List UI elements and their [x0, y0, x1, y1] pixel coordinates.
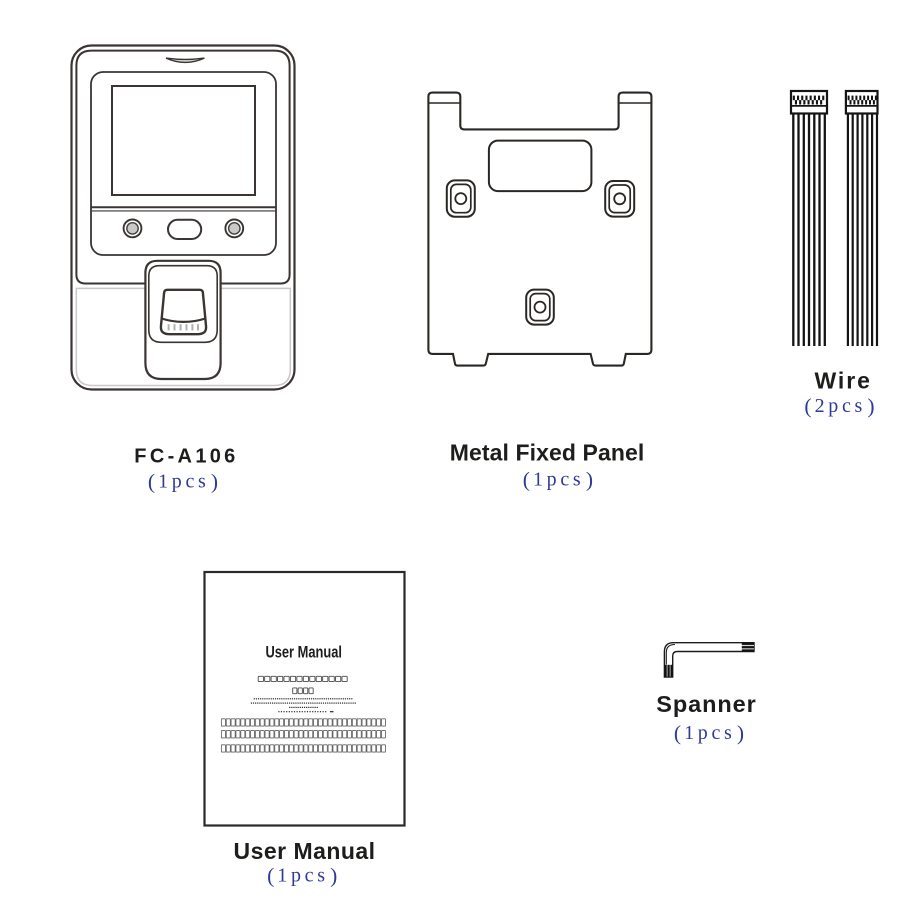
- svg-text:(1pcs): (1pcs): [267, 864, 337, 888]
- svg-text:(1pcs): (1pcs): [148, 470, 218, 494]
- svg-text:FC-A106: FC-A106: [134, 445, 235, 467]
- svg-text:(1pcs): (1pcs): [523, 467, 593, 491]
- svg-text:(2pcs): (2pcs): [804, 394, 874, 418]
- svg-text:Wire: Wire: [815, 368, 870, 394]
- svg-text:User Manual: User Manual: [234, 838, 376, 864]
- svg-text:User Manual: User Manual: [265, 643, 342, 661]
- svg-text:Spanner: Spanner: [656, 691, 756, 717]
- svg-text:(1pcs): (1pcs): [674, 721, 744, 745]
- svg-text:Metal Fixed Panel: Metal Fixed Panel: [450, 440, 645, 466]
